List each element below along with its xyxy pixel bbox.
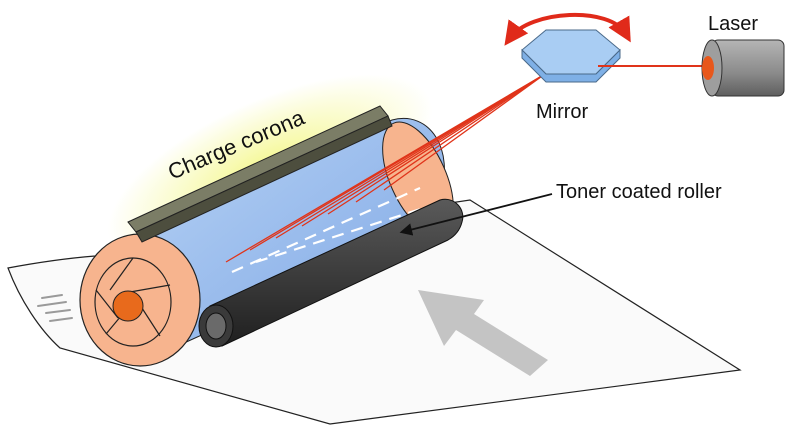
- rotation-arrow-icon: [504, 12, 631, 46]
- mirror-icon: [521, 29, 621, 83]
- printed-text-marks: [37, 294, 73, 322]
- latent-image-dashes: [231, 186, 431, 274]
- laser-label: Laser: [708, 13, 758, 35]
- laser-beams: [225, 73, 546, 263]
- charge-corona-bar: [127, 105, 393, 243]
- feed-direction-arrow-icon: [418, 290, 548, 376]
- drum-end-cap: [79, 233, 201, 367]
- toner-roller-label: Toner coated roller: [556, 181, 722, 203]
- toner-roller: [198, 198, 464, 348]
- laser-icon: [701, 39, 785, 97]
- mirror-label: Mirror: [536, 101, 589, 123]
- toner-roller-pointer: [399, 193, 553, 236]
- drum-hub: [112, 290, 144, 322]
